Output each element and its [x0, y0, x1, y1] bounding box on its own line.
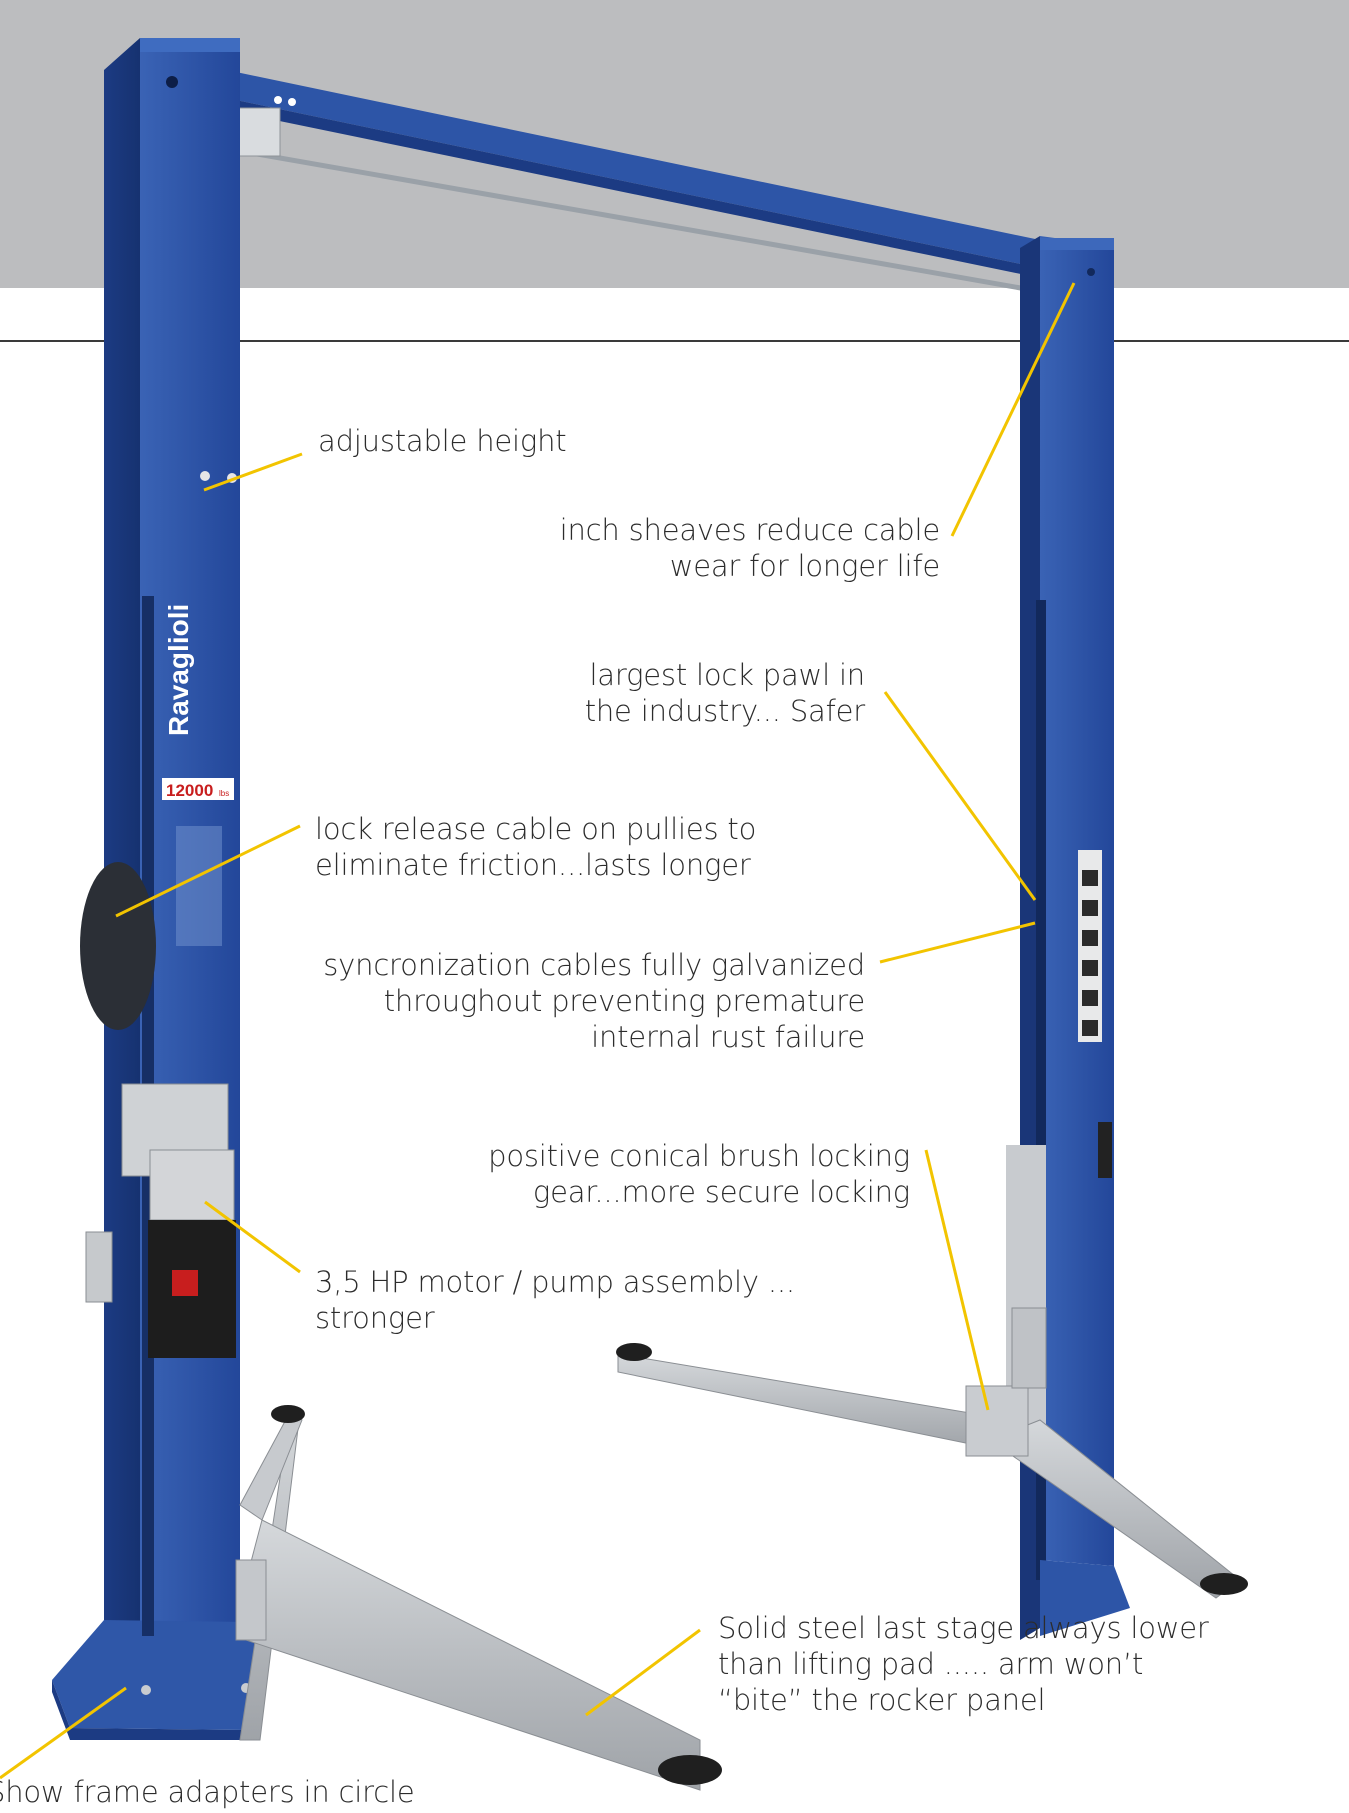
- callout-text: positive conical brush locking: [488, 1139, 910, 1173]
- right-lift-arms: [616, 1307, 1248, 1599]
- callout-text: 3,5 HP motor / pump assembly ...: [315, 1265, 795, 1299]
- callout-text: syncronization cables fully galvanized: [323, 948, 865, 982]
- callout-sync-cables: syncronization cables fully galvanized t…: [323, 947, 865, 1055]
- left-lift-arms: [235, 1405, 722, 1791]
- callout-text: inch sheaves reduce cable: [559, 513, 941, 547]
- left-column: [52, 38, 268, 1740]
- callout-frame-adapters: Show frame adapters in circle: [0, 1774, 415, 1810]
- callout-text: than lifting pad ..... arm won’t: [718, 1647, 1144, 1681]
- callout-text: Solid steel last stage always lower: [718, 1611, 1209, 1645]
- overhead-beam: [236, 72, 1040, 293]
- callout-text: “bite” the rocker panel: [718, 1683, 1046, 1717]
- capacity-badge-unit: lbs: [219, 789, 229, 798]
- callout-text: throughout preventing premature: [383, 984, 865, 1018]
- callout-conical-brush-locking: positive conical brush locking gear...mo…: [488, 1138, 910, 1210]
- callout-text: adjustable height: [318, 424, 567, 458]
- callout-solid-steel-last-stage: Solid steel last stage always lower than…: [718, 1610, 1209, 1718]
- callout-adjustable-height: adjustable height: [318, 423, 567, 459]
- capacity-badge: 12000: [166, 781, 213, 800]
- callout-text: internal rust failure: [591, 1020, 865, 1054]
- callout-lock-release-cable: lock release cable on pullies to elimina…: [315, 811, 756, 883]
- callout-text: Show frame adapters in circle: [0, 1775, 415, 1809]
- callout-text: eliminate friction...lasts longer: [315, 848, 751, 882]
- callout-text: wear for longer life: [669, 549, 940, 583]
- ravaglioli-logo: Ravaglioli: [163, 604, 194, 736]
- callout-text: lock release cable on pullies to: [315, 812, 757, 846]
- callout-leader-lines: [0, 282, 1076, 1780]
- callout-text: the industry... Safer: [584, 694, 865, 728]
- callout-text: largest lock pawl in: [589, 658, 865, 692]
- callout-motor-pump: 3,5 HP motor / pump assembly ... stronge…: [315, 1264, 795, 1336]
- callout-lock-pawl: largest lock pawl in the industry... Saf…: [585, 657, 865, 729]
- callout-text: gear...more secure locking: [532, 1175, 910, 1209]
- callout-text: stronger: [315, 1301, 435, 1335]
- capacity-badge-bg: [162, 778, 234, 800]
- callout-inch-sheaves: inch sheaves reduce cable wear for longe…: [559, 512, 941, 584]
